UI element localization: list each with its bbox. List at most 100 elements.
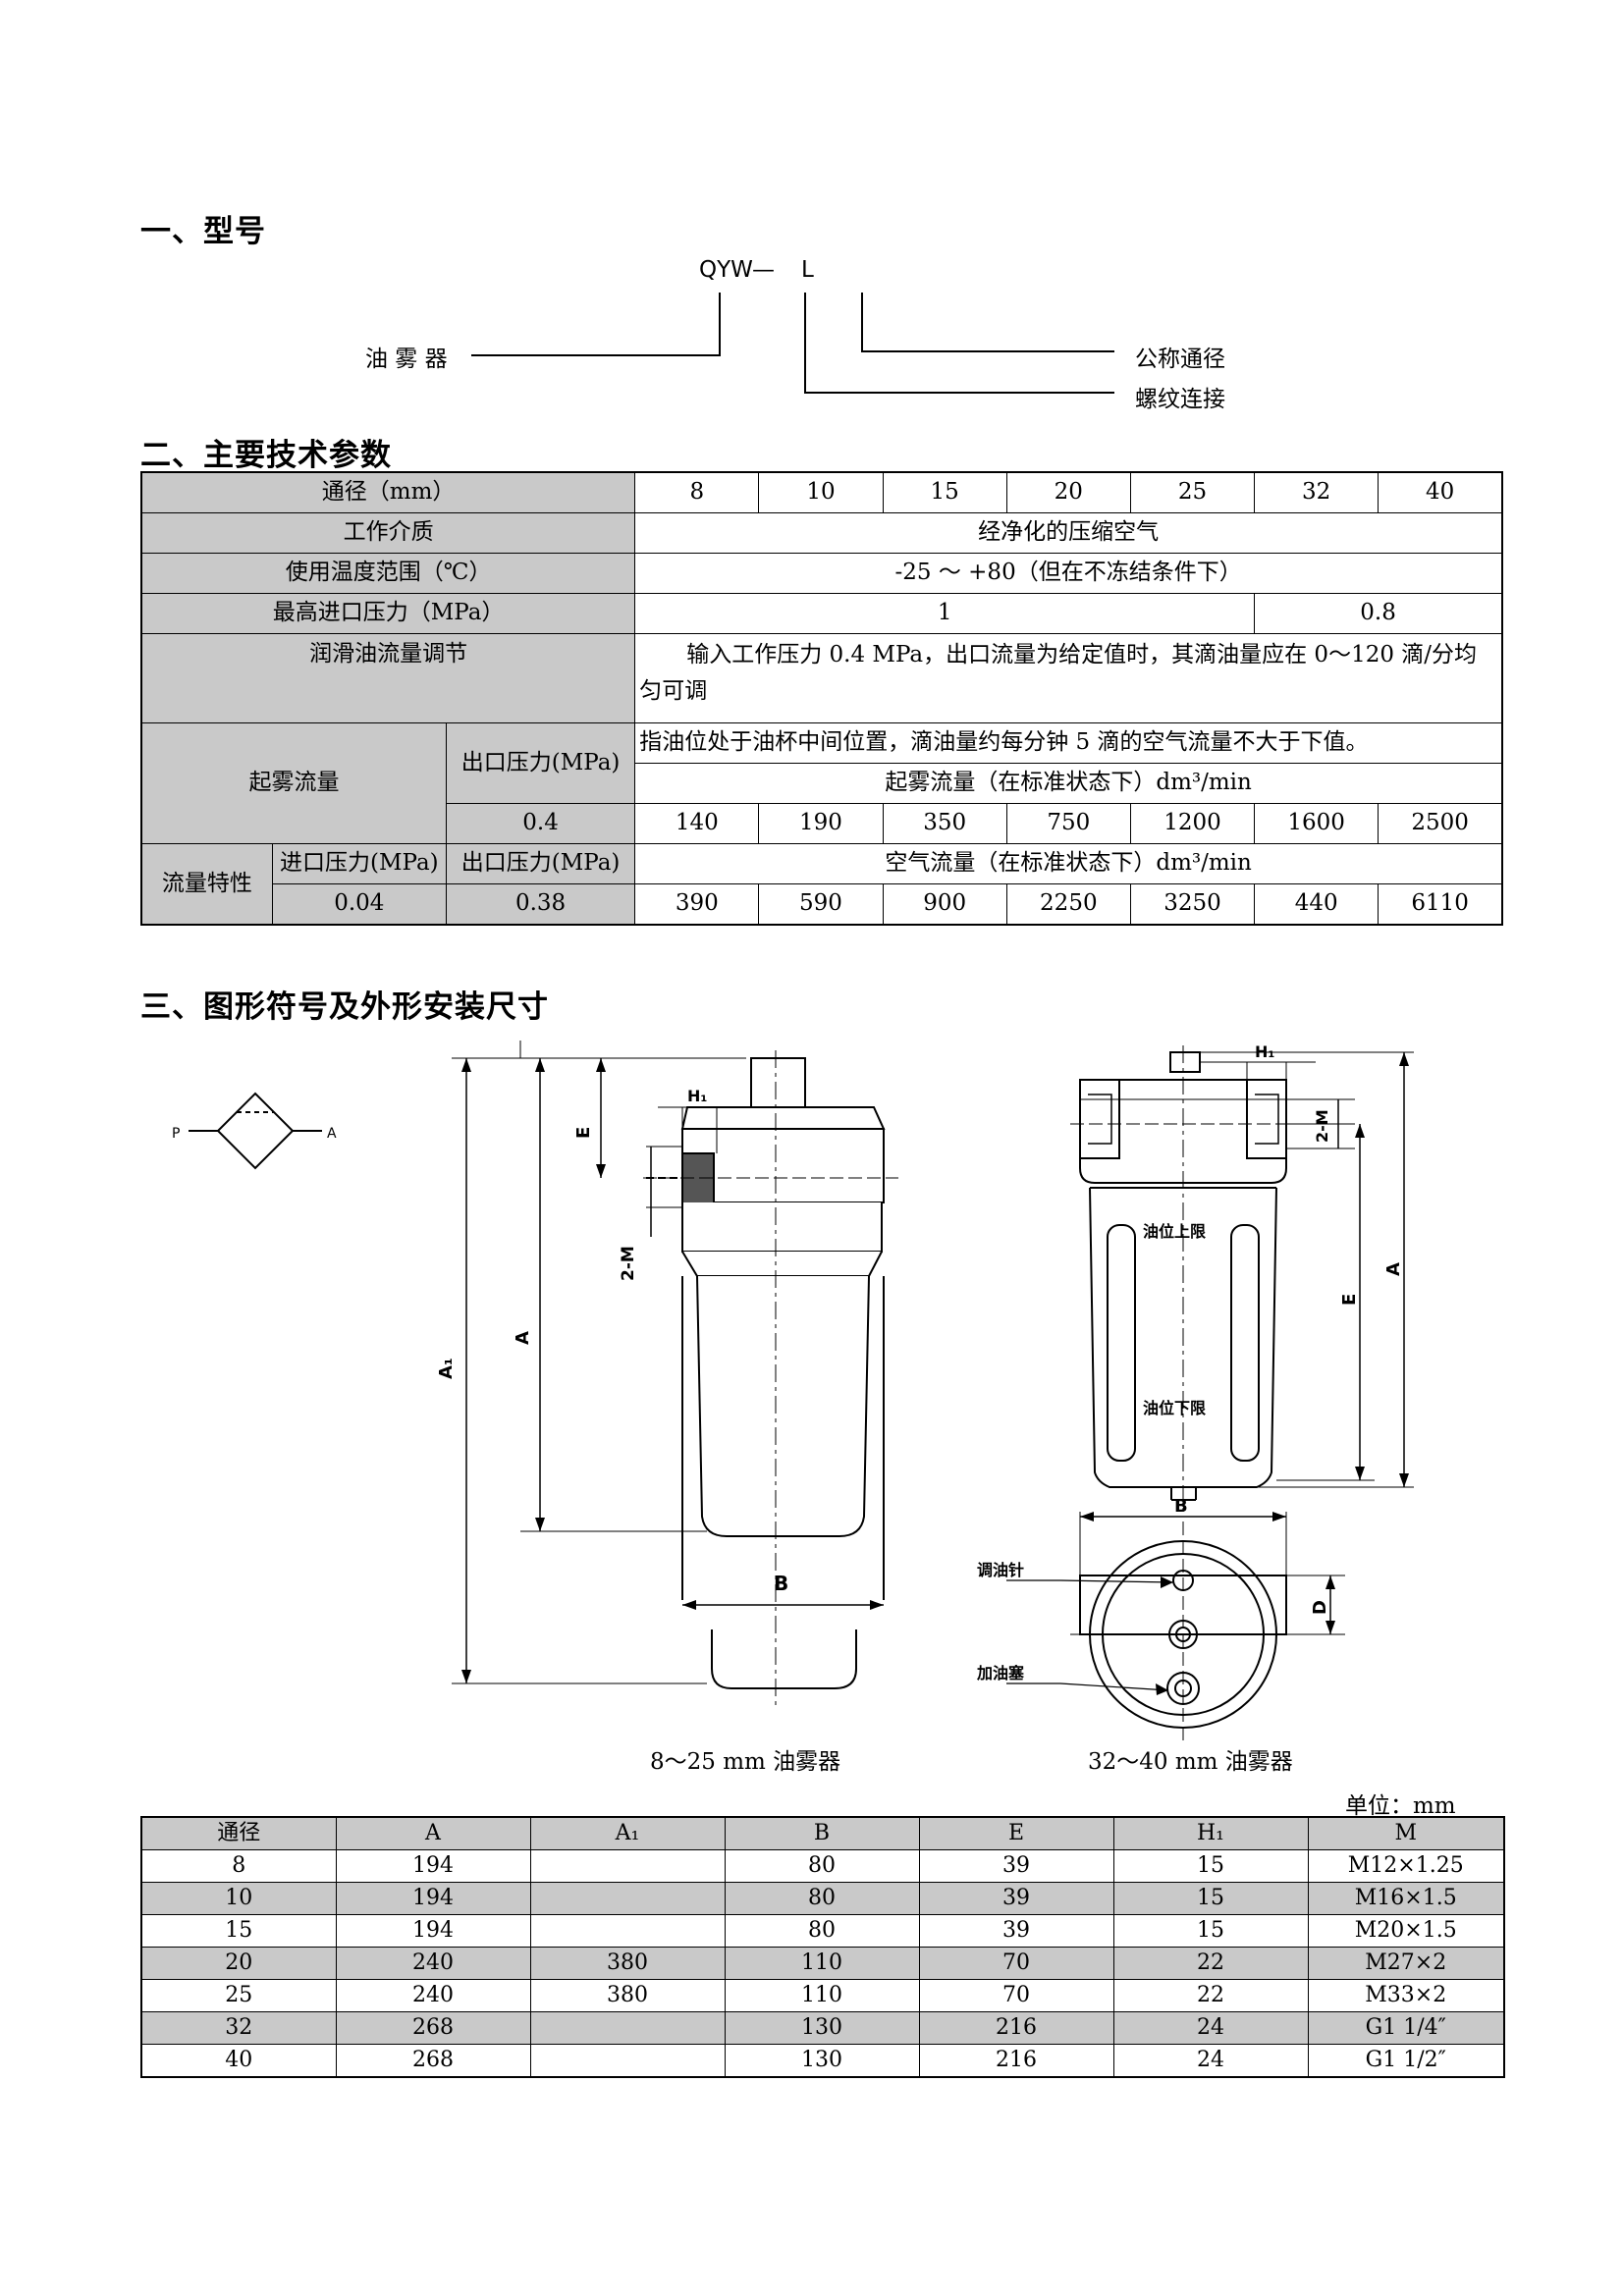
spec-row-mist-header: 起雾流量（在标准状态下）dm³/min [141, 763, 1503, 804]
dims-cell: 70 [918, 1979, 1114, 2012]
right-adjust-needle: 调油针 [977, 1561, 1024, 1579]
spec-mist-value: 750 [1005, 803, 1131, 844]
dims-header-row: 通径 A A₁ B E H₁ M [140, 1816, 1505, 1850]
dims-cell: 110 [724, 1947, 920, 1980]
spec-mist-value: 2500 [1378, 803, 1503, 844]
dims-cell: M12×1.25 [1307, 1849, 1505, 1883]
dims-cell: 110 [724, 1979, 920, 2012]
dims-cell [529, 1882, 726, 1915]
spec-mist-flow-header: 起雾流量（在标准状态下）dm³/min [634, 763, 1503, 804]
dims-header: A [335, 1816, 531, 1850]
dims-cell: 216 [918, 2044, 1114, 2078]
dims-cell: 130 [724, 2011, 920, 2045]
dims-cell: M33×2 [1307, 1979, 1505, 2012]
spec-row-mist-values: 0.4 140 190 350 750 1200 1600 2500 [141, 803, 1503, 844]
spec-lube-label: 润滑油流量调节 [140, 633, 636, 723]
left-dim-a: A [513, 1331, 533, 1345]
dims-cell: 32 [140, 2011, 337, 2045]
dims-cell: 240 [335, 1947, 531, 1980]
spec-temp-label: 使用温度范围（℃） [140, 553, 636, 594]
spec-flow-value: 6110 [1378, 883, 1503, 926]
dims-cell: 268 [335, 2044, 531, 2078]
dims-cell: 380 [529, 1979, 726, 2012]
dims-cell [529, 2044, 726, 2078]
spec-row-flow-values: 0.04 0.38 390 590 900 2250 3250 440 6110 [141, 883, 1503, 926]
spec-row-pressure: 最高进口压力（MPa） 1 0.8 [140, 593, 1503, 634]
leader-thread-conn [804, 293, 1114, 394]
spec-temp-value: -25 ～ +80（但在不冻结条件下） [634, 553, 1503, 594]
spec-bore-label: 通径（mm） [140, 471, 636, 513]
spec-mist-outlet-label: 出口压力(MPa) [445, 722, 636, 804]
dims-cell [529, 1914, 726, 1948]
spec-bore-cell: 40 [1378, 471, 1503, 513]
spec-mist-value: 190 [758, 803, 884, 844]
dims-cell: 40 [140, 2044, 337, 2078]
spec-pressure-label: 最高进口压力（MPa） [140, 593, 636, 634]
spec-row-temp: 使用温度范围（℃） -25 ～ +80（但在不冻结条件下） [140, 553, 1503, 594]
spec-air-flow-header: 空气流量（在标准状态下）dm³/min [634, 843, 1503, 884]
right-dim-h1: H₁ [1255, 1042, 1274, 1061]
dims-cell: 15 [1112, 1914, 1309, 1948]
spec-mist-note: 指油位处于油杯中间位置，滴油量约每分钟 5 滴的空气流量不大于下值。 [634, 722, 1503, 764]
dims-header: 通径 [140, 1816, 337, 1850]
dims-cell: 216 [918, 2011, 1114, 2045]
dims-header: A₁ [529, 1816, 726, 1850]
dims-cell: M27×2 [1307, 1947, 1505, 1980]
dims-cell: 10 [140, 1882, 337, 1915]
dims-cell: G1 1/4″ [1307, 2011, 1505, 2045]
spec-row-mist-note: 起雾流量 出口压力(MPa) 指油位处于油杯中间位置，滴油量约每分钟 5 滴的空… [140, 722, 1503, 844]
symbol-p-label: P [172, 1126, 180, 1142]
spec-flow-outlet-label: 出口压力(MPa) [445, 843, 636, 884]
dims-cell: 194 [335, 1882, 531, 1915]
lubricator-symbol: P A [172, 1092, 337, 1170]
left-dim-h1: H₁ [687, 1087, 707, 1105]
spec-bore-cell: 15 [882, 471, 1007, 513]
label-nominal-dia: 公称通径 [1135, 347, 1225, 372]
left-drawing-caption: 8～25 mm 油雾器 [650, 1749, 841, 1775]
spec-row-bore: 通径（mm） 8 10 15 20 25 32 40 [140, 471, 1503, 513]
dims-cell: 15 [140, 1914, 337, 1948]
spec-bore-cell: 25 [1129, 471, 1256, 513]
spec-row-lube: 润滑油流量调节 输入工作压力 0.4 MPa，出口流量为给定值时，其滴油量应在 … [140, 633, 1503, 723]
dims-cell: 194 [335, 1914, 531, 1948]
drawing-8-25: A₁ A E H₁ 2-M B [436, 1041, 898, 1708]
dims-cell: 24 [1112, 2011, 1309, 2045]
dims-cell: 24 [1112, 2044, 1309, 2078]
dims-cell: 39 [918, 1849, 1114, 1883]
spec-mist-value: 1200 [1129, 803, 1256, 844]
spec-flow-value: 440 [1254, 883, 1380, 926]
dims-cell [529, 2011, 726, 2045]
section1-heading: 一、型号 [140, 214, 266, 249]
spec-pressure-value-b: 0.8 [1254, 593, 1503, 634]
right-dim-e: E [1339, 1294, 1360, 1306]
dims-cell: 80 [724, 1914, 920, 1948]
spec-row-medium: 工作介质 经净化的压缩空气 [140, 512, 1503, 554]
dims-header: B [724, 1816, 920, 1850]
dims-cell: 8 [140, 1849, 337, 1883]
dims-cell: M16×1.5 [1307, 1882, 1505, 1915]
right-oil-lower: 油位下限 [1143, 1399, 1207, 1417]
dims-cell: 194 [335, 1849, 531, 1883]
spec-bore-cell: 10 [758, 471, 884, 513]
spec-mist-label: 起雾流量 [140, 722, 447, 844]
spec-bore-cell: 20 [1005, 471, 1131, 513]
dims-cell: 15 [1112, 1849, 1309, 1883]
spec-row-flow-header: 流量特性 进口压力(MPa) 出口压力(MPa) 空气流量（在标准状态下）dm³… [140, 843, 1503, 926]
left-dim-e: E [573, 1127, 594, 1139]
spec-flow-value: 3250 [1129, 883, 1256, 926]
spec-mist-value: 350 [882, 803, 1007, 844]
spec-flow-value: 590 [758, 883, 884, 926]
spec-flow-char-label: 流量特性 [140, 843, 273, 926]
dims-cell: 39 [918, 1914, 1114, 1948]
dims-cell: 22 [1112, 1947, 1309, 1980]
spec-medium-value: 经净化的压缩空气 [634, 512, 1503, 554]
spec-bore-cell: 32 [1254, 471, 1380, 513]
dims-header: E [918, 1816, 1114, 1850]
dims-cell: G1 1/2″ [1307, 2044, 1505, 2078]
spec-flow-value: 900 [882, 883, 1007, 926]
spec-bore-cell: 8 [634, 471, 760, 513]
dims-header: H₁ [1112, 1816, 1309, 1850]
spec-mist-value: 140 [634, 803, 760, 844]
